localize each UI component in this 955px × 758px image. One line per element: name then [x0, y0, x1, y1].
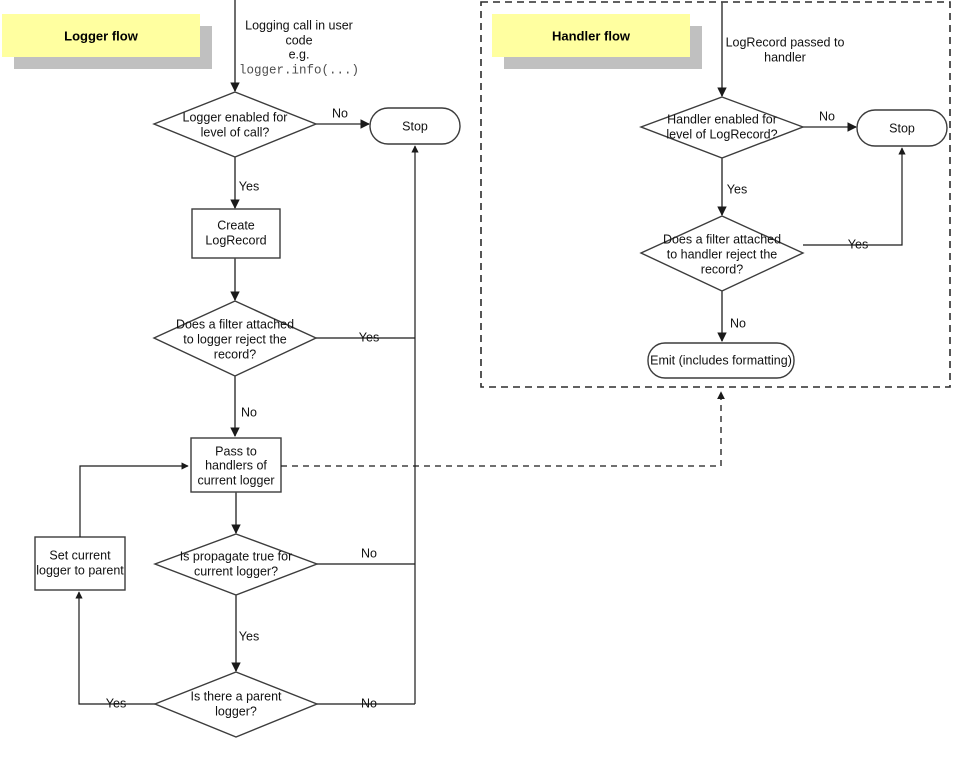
- edge-pass-to-handler-flow: [281, 391, 725, 467]
- handler-enabled-line1: Handler enabled for: [667, 112, 777, 126]
- handler-flow-region: [480, 1, 951, 388]
- node-logger-filter: Does a filter attached to logger reject …: [152, 300, 318, 377]
- node-handler-enabled: Handler enabled for level of LogRecord?: [639, 96, 805, 159]
- node-logger-stop: Stop: [369, 107, 461, 145]
- logger-entry-code: logger.info(...): [239, 63, 359, 77]
- node-parent-logger: Is there a parent logger?: [153, 671, 319, 738]
- handler-flow-banner: Handler flow: [492, 14, 702, 69]
- parent-logger-line2: logger?: [215, 704, 257, 718]
- edge-handler-filter-yes: [803, 147, 906, 246]
- label-handler-filter-yes: Yes: [848, 237, 868, 251]
- label-propagate-yes: Yes: [239, 629, 259, 643]
- pass-to-handlers-line1: Pass to: [215, 444, 257, 458]
- label-handler-enabled-yes: Yes: [727, 182, 747, 196]
- node-is-propagate: Is propagate true for current logger?: [153, 533, 319, 596]
- label-parent-logger-no: No: [361, 696, 377, 710]
- handler-flow-banner-label: Handler flow: [552, 28, 631, 43]
- logger-stop-label: Stop: [402, 119, 428, 133]
- label-logger-filter-yes: Yes: [359, 330, 379, 344]
- logger-entry-line3: e.g.: [289, 47, 310, 61]
- pass-to-handlers-line2: handlers of: [205, 458, 267, 472]
- pass-to-handlers-line3: current logger: [197, 473, 274, 487]
- create-logrecord-line2: LogRecord: [205, 233, 266, 247]
- handler-entry-line1: LogRecord passed to: [726, 35, 845, 49]
- logger-filter-line1: Does a filter attached: [176, 317, 294, 331]
- logger-banner-box: [2, 14, 200, 57]
- label-propagate-no: No: [361, 546, 377, 560]
- handler-filter-line3: record?: [701, 262, 743, 276]
- handler-banner-box: [492, 14, 690, 57]
- logger-flow-banner: Logger flow: [2, 14, 212, 69]
- logger-entry-line2: code: [285, 33, 312, 47]
- logger-enabled-line1: Logger enabled for: [183, 110, 288, 124]
- label-parent-logger-yes: Yes: [106, 696, 126, 710]
- handler-stop-label: Stop: [889, 121, 915, 135]
- handler-filter-line1: Does a filter attached: [663, 232, 781, 246]
- label-logger-filter-no: No: [241, 405, 257, 419]
- label-logger-enabled-no: No: [332, 106, 348, 120]
- logger-filter-line3: record?: [214, 347, 256, 361]
- label-handler-filter-no: No: [730, 316, 746, 330]
- node-handler-stop: Stop: [856, 109, 948, 147]
- handler-enabled-line2: level of LogRecord?: [666, 127, 777, 141]
- is-propagate-line1: Is propagate true for: [180, 549, 293, 563]
- create-logrecord-line1: Create: [217, 218, 255, 232]
- label-logger-enabled-yes: Yes: [239, 179, 259, 193]
- label-handler-enabled-no: No: [819, 109, 835, 123]
- is-propagate-line2: current logger?: [194, 564, 278, 578]
- emit-label: Emit (includes formatting): [650, 353, 792, 367]
- node-handler-filter: Does a filter attached to handler reject…: [639, 215, 805, 292]
- node-pass-to-handlers: Pass to handlers of current logger: [190, 437, 282, 493]
- set-parent-line2: logger to parent: [36, 563, 124, 577]
- logger-flow-banner-label: Logger flow: [64, 28, 139, 43]
- logger-entry-line1: Logging call in user: [245, 18, 353, 32]
- logger-enabled-line2: level of call?: [201, 125, 270, 139]
- edge-parent-logger-yes: [75, 591, 155, 705]
- node-emit: Emit (includes formatting): [647, 342, 795, 379]
- set-parent-line1: Set current: [49, 548, 111, 562]
- parent-logger-line1: Is there a parent: [190, 689, 282, 703]
- handler-filter-line2: to handler reject the: [667, 247, 778, 261]
- node-create-logrecord: Create LogRecord: [191, 208, 281, 259]
- node-set-parent: Set current logger to parent: [34, 536, 126, 591]
- logger-filter-line2: to logger reject the: [183, 332, 287, 346]
- node-logger-enabled: Logger enabled for level of call?: [152, 91, 318, 158]
- handler-entry-line2: handler: [764, 50, 806, 64]
- edge-set-parent-to-pass: [79, 462, 189, 537]
